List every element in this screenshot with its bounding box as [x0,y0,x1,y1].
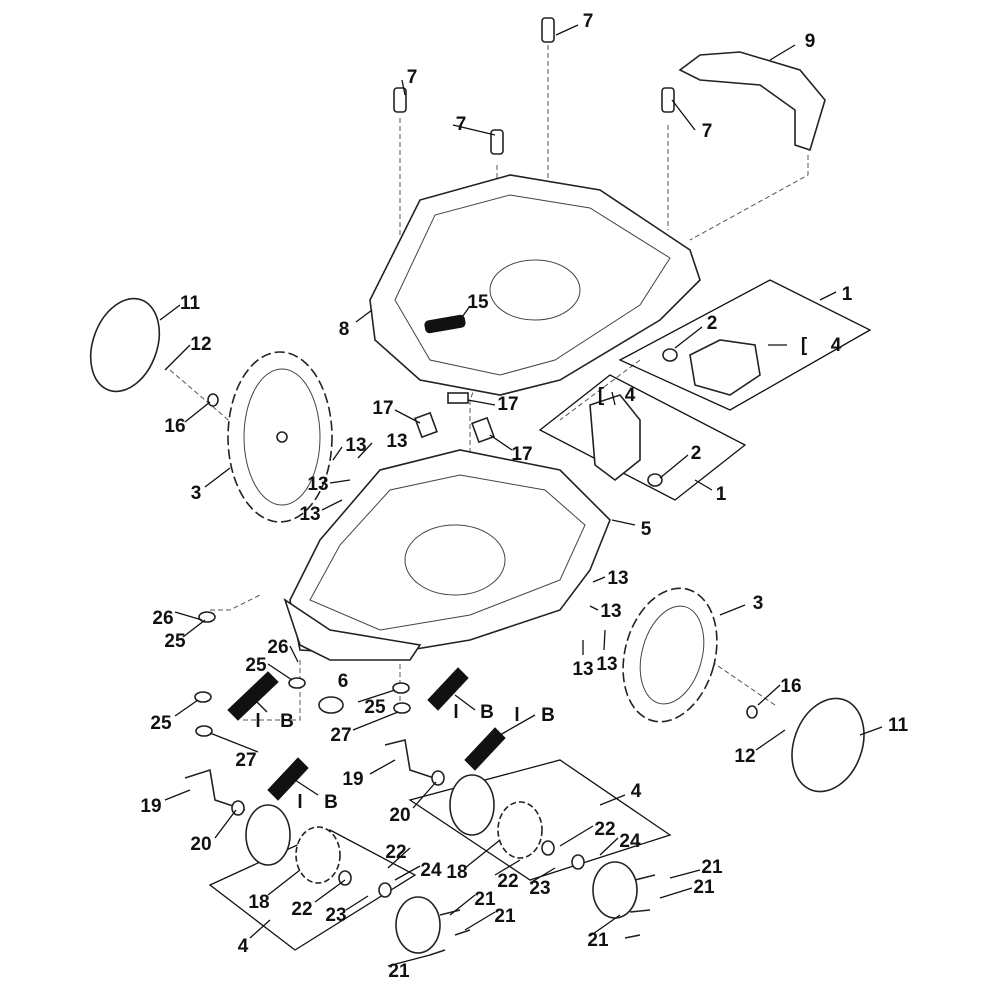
upper-housing [369,174,701,396]
callout-8[interactable]: 8 [339,319,350,340]
hubcap-right [791,697,865,793]
callout-25[interactable]: 25 [245,655,267,676]
callout-bracket[interactable]: [ [598,385,605,406]
callout-26[interactable]: 26 [267,637,288,658]
callout-18[interactable]: 18 [248,892,269,913]
lubricant-l[interactable]: l [514,705,519,726]
carry-handle [678,51,826,152]
callout-18[interactable]: 18 [446,862,467,883]
callout-1[interactable]: 1 [716,484,727,505]
callout-27[interactable]: 27 [235,750,256,771]
callout-labels: 7 7 7 7 9 1 1 2 2 [ 4 [ 4 11 12 16 3 15 … [140,11,908,982]
callout-21[interactable]: 21 [701,857,723,878]
callout-23[interactable]: 23 [529,878,550,899]
callout-13[interactable]: 13 [600,601,621,622]
callout-11[interactable]: 11 [888,715,909,736]
callout-13[interactable]: 13 [307,474,328,495]
callout-2[interactable]: 2 [691,443,702,464]
callout-17[interactable]: 17 [372,398,393,419]
callout-25[interactable]: 25 [150,713,172,734]
callout-22[interactable]: 22 [497,871,518,892]
callout-3[interactable]: 3 [753,593,764,614]
callout-1[interactable]: 1 [842,284,853,305]
callout-4[interactable]: 4 [631,781,642,802]
callout-9[interactable]: 9 [805,31,816,52]
callout-7[interactable]: 7 [702,121,713,142]
callout-24[interactable]: 24 [420,860,442,881]
callout-15[interactable]: 15 [467,292,489,313]
callout-25[interactable]: 25 [164,631,186,652]
callout-7[interactable]: 7 [407,67,418,88]
callout-25[interactable]: 25 [364,697,386,718]
callout-12[interactable]: 12 [734,746,755,767]
callout-4[interactable]: 4 [238,936,249,957]
callout-bracket[interactable]: [ [801,335,808,356]
callout-17[interactable]: 17 [497,394,518,415]
chassis [283,449,611,661]
callout-13[interactable]: 13 [345,435,366,456]
callout-20[interactable]: 20 [389,805,410,826]
callout-23[interactable]: 23 [325,905,346,926]
grease-tubes [227,667,506,801]
callout-16[interactable]: 16 [164,416,185,437]
callout-22[interactable]: 22 [594,819,615,840]
drive-motor-group [538,279,872,501]
hubcap-left [89,297,161,393]
callout-21[interactable]: 21 [494,906,516,927]
callout-19[interactable]: 19 [342,769,363,790]
callout-13[interactable]: 13 [607,568,628,589]
lubricant-b[interactable]: B [324,792,338,813]
callout-2[interactable]: 2 [707,313,718,334]
callout-24[interactable]: 24 [619,831,641,852]
front-wheel-assemblies [208,759,672,956]
callout-12[interactable]: 12 [190,334,211,355]
callout-11[interactable]: 11 [180,293,201,314]
lubricant-l[interactable]: l [297,792,302,813]
fastening-pins [393,17,675,155]
callout-13[interactable]: 13 [572,659,593,680]
lubricant-b[interactable]: B [280,711,294,732]
callout-21[interactable]: 21 [587,930,609,951]
lubricant-b[interactable]: B [480,702,494,723]
callout-7[interactable]: 7 [456,114,467,135]
callout-13[interactable]: 13 [299,504,320,525]
callout-20[interactable]: 20 [190,834,211,855]
callout-13[interactable]: 13 [596,654,617,675]
callout-4[interactable]: 4 [625,385,636,406]
callout-13[interactable]: 13 [386,431,407,452]
callout-21[interactable]: 21 [474,889,496,910]
lubricant-b[interactable]: B [541,705,555,726]
callout-21[interactable]: 21 [693,877,715,898]
callout-7[interactable]: 7 [583,11,594,32]
lubricant-l[interactable]: l [453,702,458,723]
callout-19[interactable]: 19 [140,796,161,817]
callout-4[interactable]: 4 [831,335,842,356]
leader-lines [159,24,883,967]
callout-17[interactable]: 17 [511,444,532,465]
callout-3[interactable]: 3 [191,483,202,504]
callout-16[interactable]: 16 [780,676,801,697]
callout-6[interactable]: 6 [338,671,349,692]
callout-22[interactable]: 22 [291,899,312,920]
lubricant-l[interactable]: l [255,711,260,732]
callout-21[interactable]: 21 [388,961,410,982]
rear-wheels [227,351,718,723]
callout-22[interactable]: 22 [385,842,406,863]
callout-5[interactable]: 5 [641,519,652,540]
callout-27[interactable]: 27 [330,725,351,746]
callout-26[interactable]: 26 [152,608,173,629]
